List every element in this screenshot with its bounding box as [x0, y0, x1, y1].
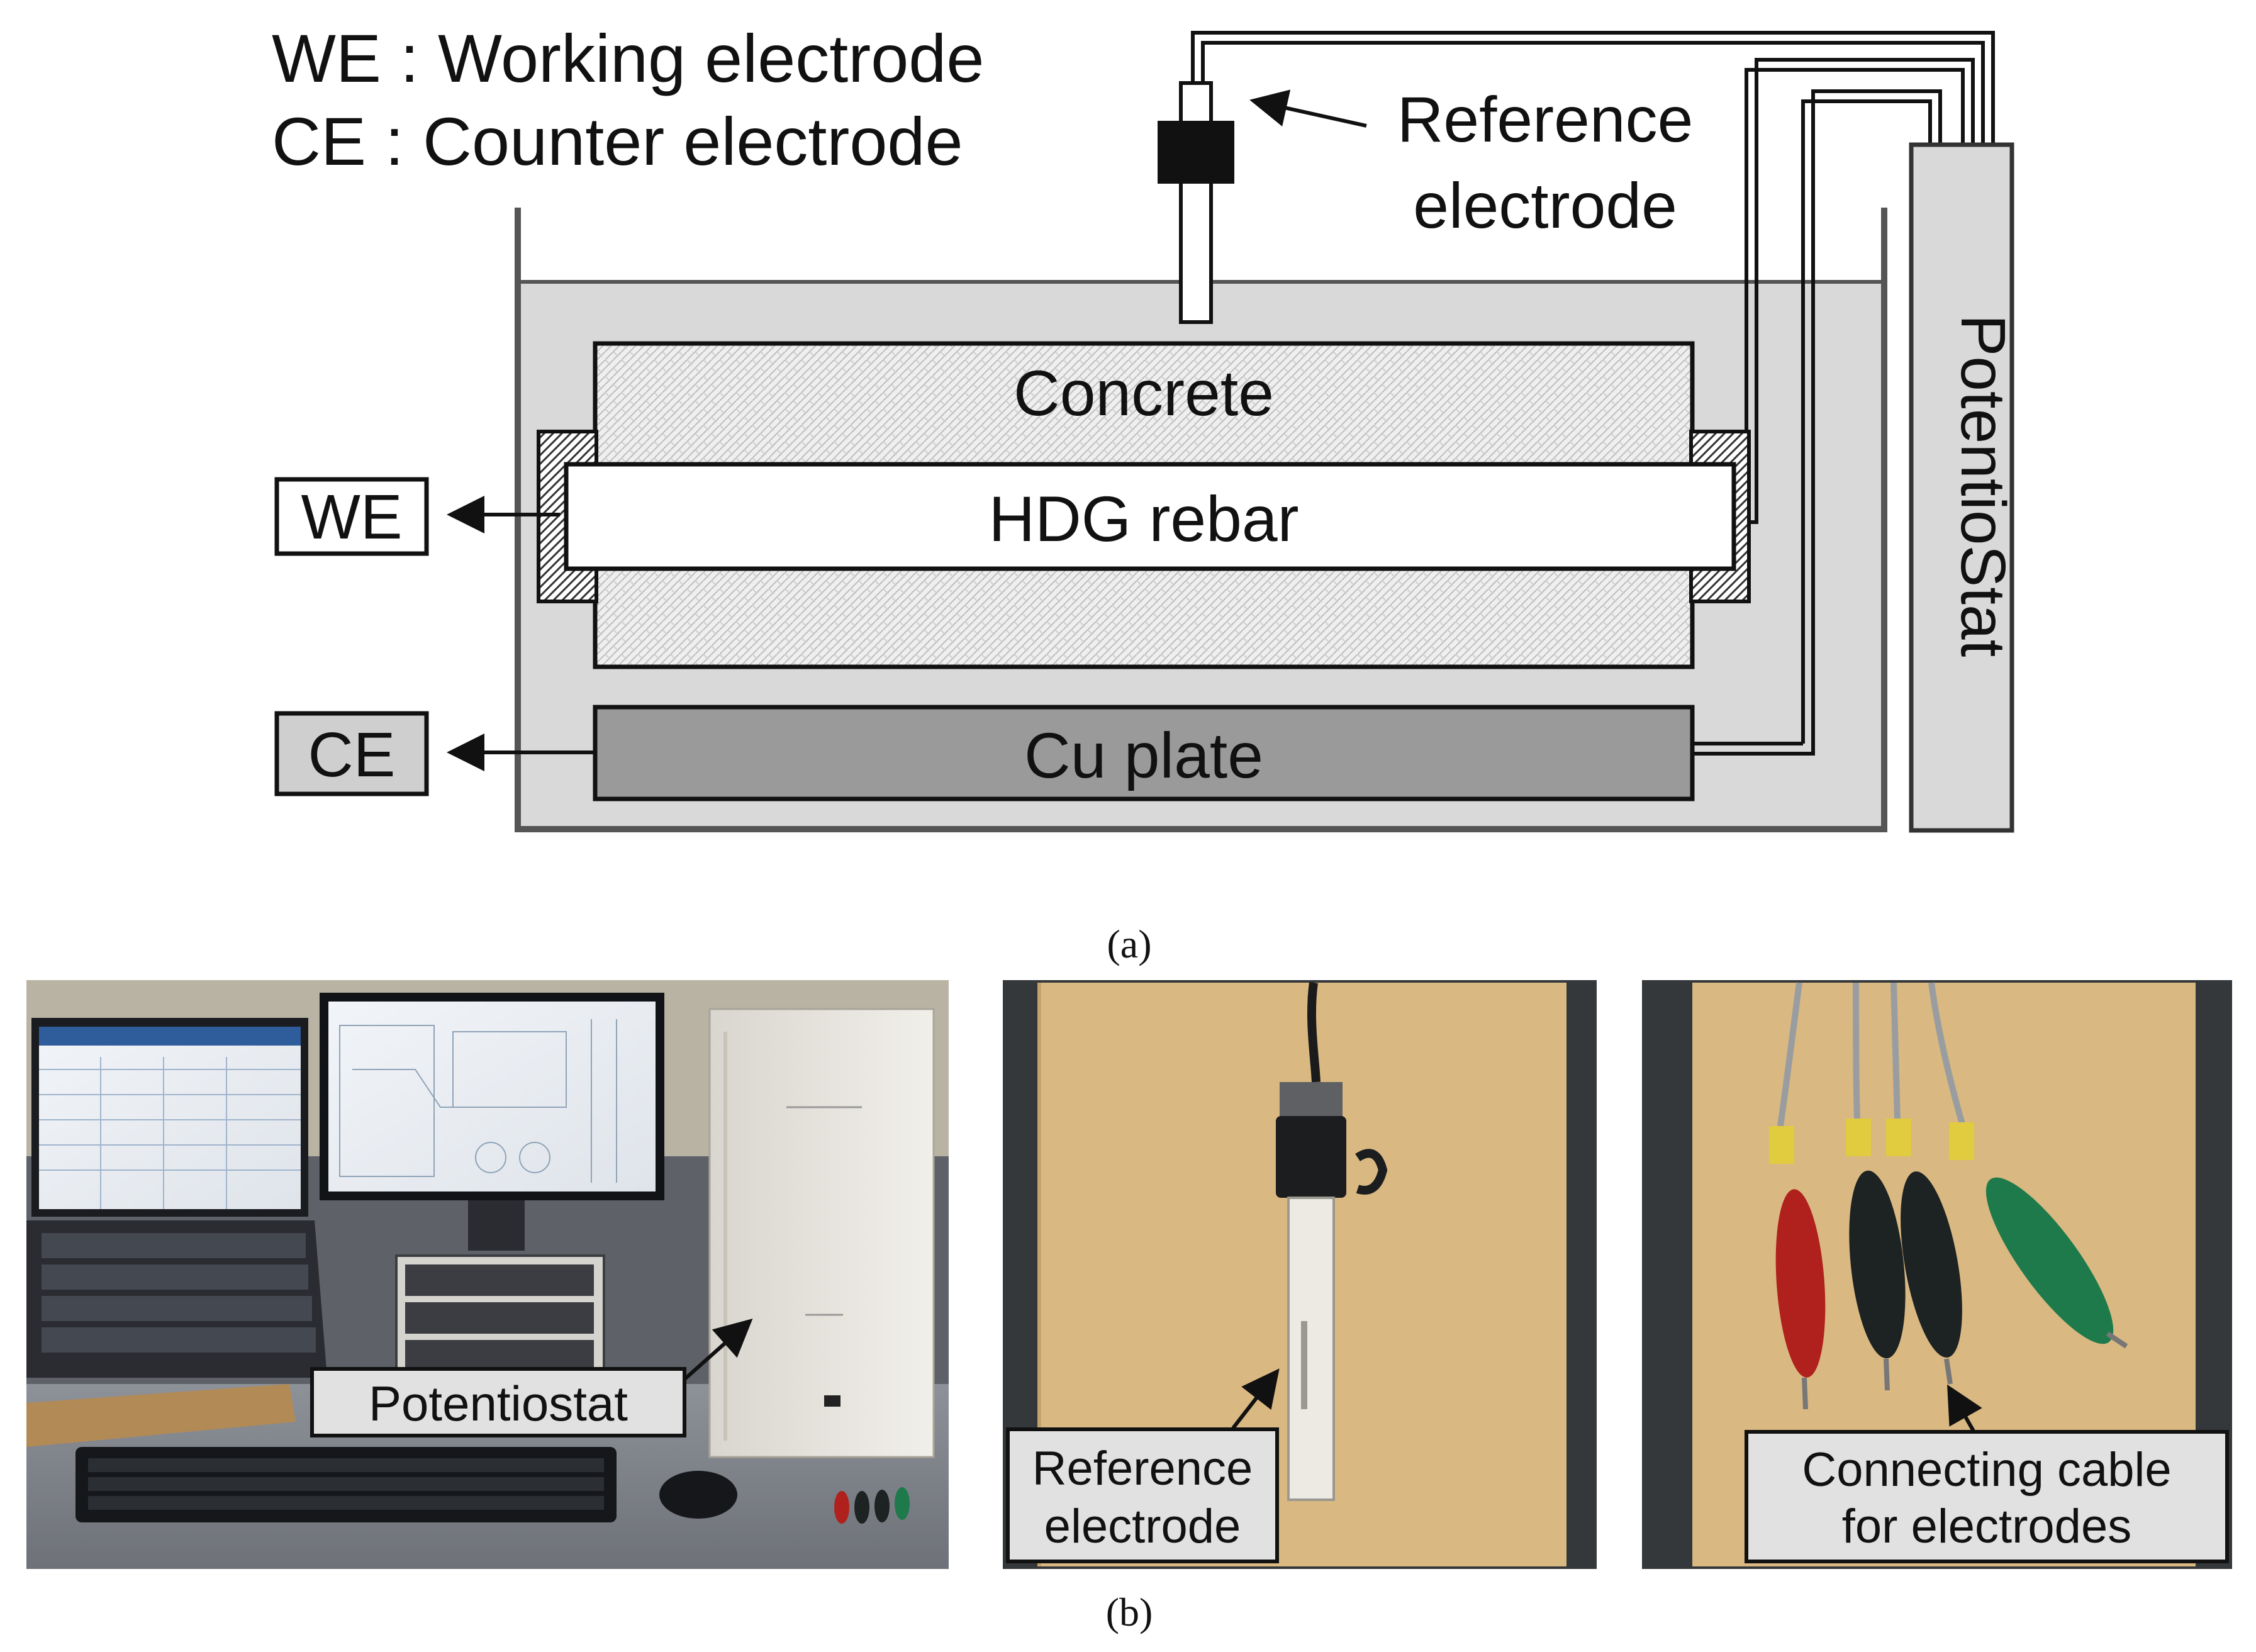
- concrete-label: Concrete: [1014, 357, 1274, 429]
- ce-box-label: CE: [308, 720, 396, 790]
- black-clip-icon: [1849, 1170, 1906, 1359]
- red-clip-icon: [1775, 1189, 1826, 1378]
- drawer-unit: [395, 1254, 605, 1383]
- photo2-label-line1: Reference: [1032, 1442, 1253, 1495]
- we-box: [274, 477, 429, 556]
- photo1-arrow: [681, 1319, 753, 1383]
- wire-ce: [1692, 89, 1942, 756]
- alligator-clips-icon: [1769, 1119, 2128, 1410]
- black-clip-icon-2: [1901, 1171, 1962, 1358]
- wire-reference: [1191, 31, 1995, 145]
- reference-arrow: [1249, 89, 1367, 128]
- wooden-board: [26, 1384, 296, 1447]
- legend-we-line: WE : Working electrode: [272, 20, 984, 96]
- photo-setup: Potentiostat: [26, 980, 949, 1569]
- photo3-arrow: [1947, 1384, 1982, 1436]
- photo2-arrow: [1231, 1368, 1280, 1429]
- reference-electrode-tube: [1179, 81, 1213, 324]
- schematic: WE : Working electrode CE : Counter elec…: [272, 20, 2018, 833]
- potentiostat-label: PotentioStat: [1948, 315, 2018, 657]
- photo3-label-line1: Connecting cable: [1802, 1443, 2171, 1497]
- photo-reference-electrode: Reference electrode: [1003, 980, 1597, 1569]
- laptop-icon: [26, 1018, 327, 1378]
- monitor-icon: [320, 993, 664, 1251]
- reference-electrode-photo-icon: [1280, 1082, 1343, 1116]
- rebar-label: HDG rebar: [988, 483, 1298, 555]
- potentiostat-tower: [708, 1008, 935, 1458]
- cu-plate-label: Cu plate: [1024, 720, 1263, 791]
- caption-a: (a): [1107, 922, 1151, 966]
- potentiostat-box: PotentioStat: [1909, 142, 2018, 833]
- cu-plate: [593, 705, 1695, 801]
- legend-ce-line: CE : Counter electrode: [272, 103, 963, 179]
- caption-b: (b): [1106, 1590, 1153, 1634]
- photo3-label-line2: for electrodes: [1842, 1500, 2131, 1553]
- reference-electrode-cap: [1158, 121, 1234, 184]
- reference-electrode: [1158, 81, 1234, 324]
- photo2-label-line2: electrode: [1044, 1500, 1241, 1553]
- ce-box: [274, 711, 429, 796]
- wires: [1191, 31, 1995, 756]
- photo1-label: Potentiostat: [369, 1376, 628, 1431]
- photo-connecting-cables: Connecting cable for electrodes: [1642, 980, 2232, 1569]
- we-box-label: WE: [301, 482, 402, 552]
- desk-clips-icon: [834, 1487, 910, 1524]
- reference-label-line1: Reference: [1397, 84, 1694, 155]
- mouse-icon: [659, 1471, 737, 1519]
- hdg-rebar: [564, 462, 1736, 571]
- reference-label-line2: electrode: [1413, 170, 1677, 242]
- green-clip-icon: [1985, 1177, 2114, 1344]
